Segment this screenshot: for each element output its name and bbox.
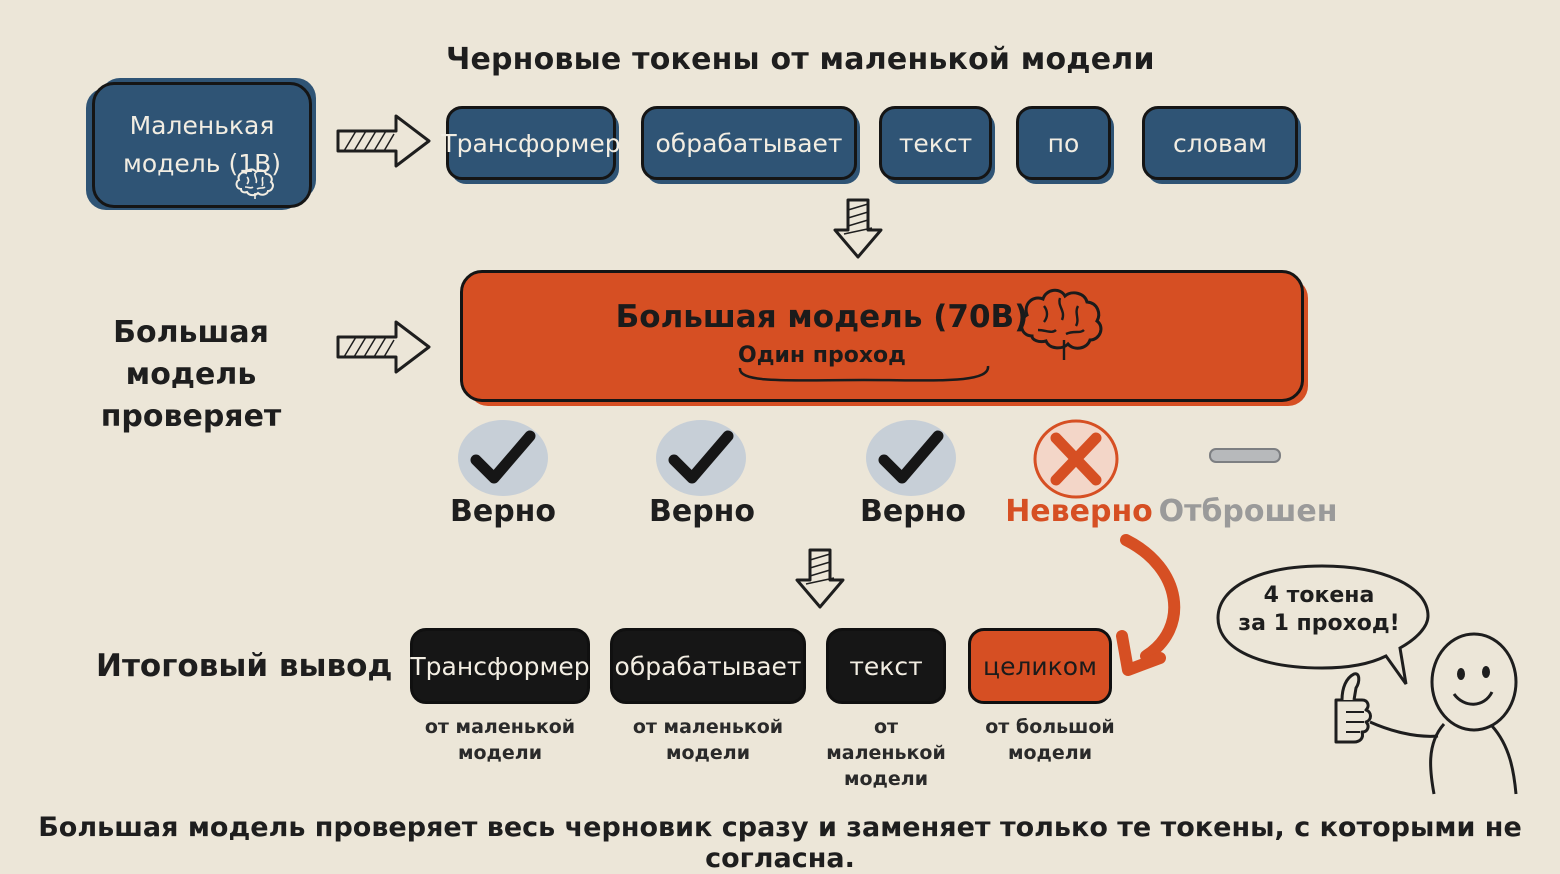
verdict-icon [458, 420, 548, 496]
token-source-line1: от маленькой [424, 716, 576, 738]
draft-token: Трансформер [441, 106, 621, 180]
speech-bubble-text: 4 токена за 1 проход! [1226, 582, 1412, 638]
token-source-line1: от маленькой [826, 716, 946, 764]
verdict-label: Верно [859, 494, 967, 529]
big-model-title: Большая модель (70B) [615, 298, 1029, 335]
stick-figure-icon [1334, 632, 1518, 795]
verdict-label: Отброшен [1158, 494, 1338, 529]
token-source-line1: от маленькой [632, 716, 784, 738]
bottom-caption: Большая модель проверяет весь черновик с… [38, 812, 1522, 874]
token-source: от маленькой модели [814, 714, 958, 792]
token-source: от большой модели [968, 714, 1132, 766]
verdict-label: Неверно [1005, 494, 1153, 529]
small-model-label-line1: Маленькая [129, 111, 275, 140]
arrow-right-icon [336, 114, 431, 168]
brain-icon [1019, 288, 1103, 360]
token-source: от маленькой модели [410, 714, 590, 766]
verify-label-line2: проверяет [100, 399, 282, 434]
verify-label: Большая модель проверяет [60, 312, 322, 438]
speech-bubble [1216, 564, 1430, 685]
verdict-label: Верно [648, 494, 756, 529]
verdict-icon [866, 420, 956, 496]
single-pass-underline [738, 365, 990, 382]
small-model-box: Маленькая модель (1B) [92, 82, 312, 208]
final-token: Трансформер [410, 628, 590, 704]
final-token: текст [826, 628, 946, 704]
arrow-right-icon [336, 320, 431, 374]
final-output-label: Итоговый вывод [96, 648, 393, 684]
verify-label-line1: Большая модель [113, 315, 269, 392]
final-token: обрабатывает [610, 628, 806, 704]
draft-token: текст [879, 106, 992, 180]
final-token: целиком [968, 628, 1112, 704]
checkmark-icon [668, 430, 734, 484]
token-source-line2: модели [843, 768, 929, 790]
token-source-line2: модели [457, 742, 543, 764]
draft-token: по [1016, 106, 1111, 180]
brain-icon [235, 168, 274, 199]
draft-token: обрабатывает [641, 106, 857, 180]
minus-icon [1209, 448, 1281, 463]
token-source: от маленькой модели [610, 714, 806, 766]
verdict-icon [656, 420, 746, 496]
verdict-label: Верно [449, 494, 557, 529]
arrow-down-icon [795, 548, 845, 609]
arrow-down-icon [833, 198, 883, 259]
draft-token: словам [1142, 106, 1298, 180]
speech-bubble-line1: 4 токена [1263, 583, 1375, 608]
checkmark-icon [470, 430, 536, 484]
token-source-line2: модели [665, 742, 751, 764]
token-source-line2: модели [1007, 742, 1093, 764]
big-model-subtitle: Один проход [738, 342, 906, 368]
replacement-arrow-icon [1116, 534, 1181, 676]
cross-icon [1033, 419, 1119, 499]
checkmark-icon [878, 430, 944, 484]
speech-bubble-line2: за 1 проход! [1238, 611, 1400, 636]
draft-tokens-heading: Черновые токены от маленькой модели [446, 42, 1155, 77]
big-model-box: Большая модель (70B) Один проход [460, 270, 1304, 402]
token-source-line1: от большой [985, 716, 1115, 738]
